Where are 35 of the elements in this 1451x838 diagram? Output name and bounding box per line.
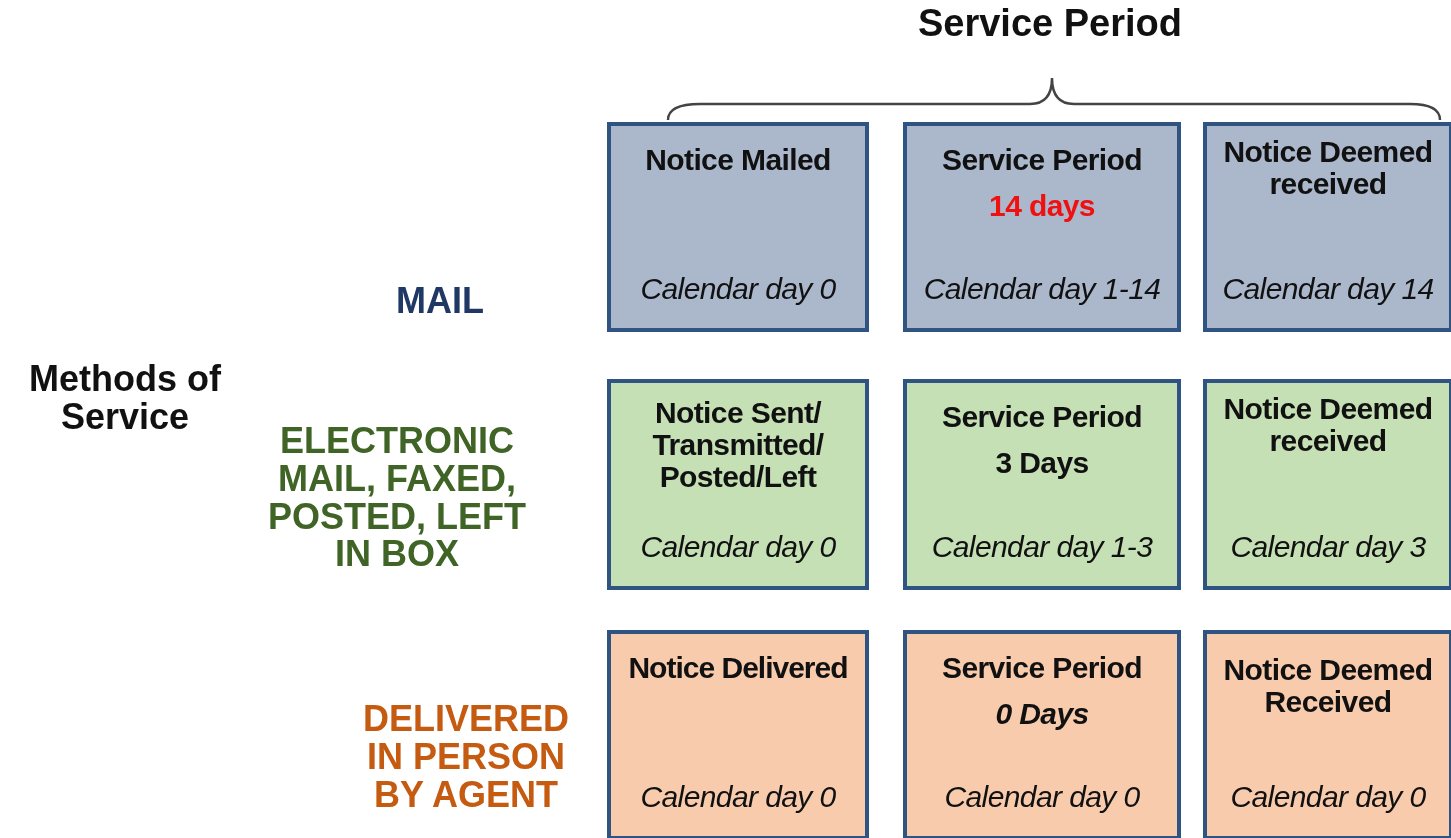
calendar-day-text: Calendar day 1-14 bbox=[922, 272, 1162, 306]
card-title: Service Period bbox=[940, 652, 1144, 684]
period-card bbox=[607, 379, 869, 590]
calendar-day-text: Calendar day 0 bbox=[1229, 780, 1427, 814]
period-card bbox=[1203, 379, 1451, 590]
calendar-day-text: Calendar day 0 bbox=[943, 780, 1141, 814]
period-card bbox=[607, 122, 869, 332]
period-card bbox=[1203, 630, 1451, 838]
calendar-day-text: Calendar day 1-3 bbox=[930, 530, 1154, 564]
heading: Service Period bbox=[916, 4, 1183, 44]
calendar-day-text: Calendar day 14 bbox=[1221, 272, 1435, 306]
axis-label: Methods of Service bbox=[28, 360, 222, 436]
calendar-day-text: Calendar day 3 bbox=[1229, 530, 1427, 564]
card-title: Notice Delivered bbox=[627, 652, 849, 684]
calendar-day-text: Calendar day 0 bbox=[639, 272, 837, 306]
card-title: Notice Deemed received bbox=[1222, 136, 1434, 200]
period-card bbox=[903, 122, 1181, 332]
period-length: 3 Days bbox=[994, 447, 1090, 479]
period-card bbox=[903, 379, 1181, 590]
calendar-day-text: Calendar day 0 bbox=[639, 530, 837, 564]
card-title: Notice Sent/ Transmitted/ Posted/Left bbox=[651, 397, 825, 493]
card-title: Notice Deemed received bbox=[1222, 393, 1434, 457]
period-card bbox=[1203, 122, 1451, 332]
row-label: ELECTRONIC MAIL, FAXED, POSTED, LEFT IN BOX bbox=[267, 422, 527, 574]
card-title: Notice Deemed Received bbox=[1222, 654, 1434, 718]
period-length: 14 days bbox=[988, 190, 1096, 222]
period-card bbox=[607, 630, 869, 838]
card-title: Service Period bbox=[940, 401, 1144, 433]
calendar-day-text: Calendar day 0 bbox=[639, 780, 837, 814]
period-length: 0 Days bbox=[994, 698, 1090, 730]
period-card bbox=[903, 630, 1181, 838]
card-title: Notice Mailed bbox=[644, 144, 832, 176]
row-label: DELIVERED IN PERSON BY AGENT bbox=[361, 700, 570, 814]
row-label: MAIL bbox=[395, 282, 485, 320]
card-title: Service Period bbox=[940, 144, 1144, 176]
